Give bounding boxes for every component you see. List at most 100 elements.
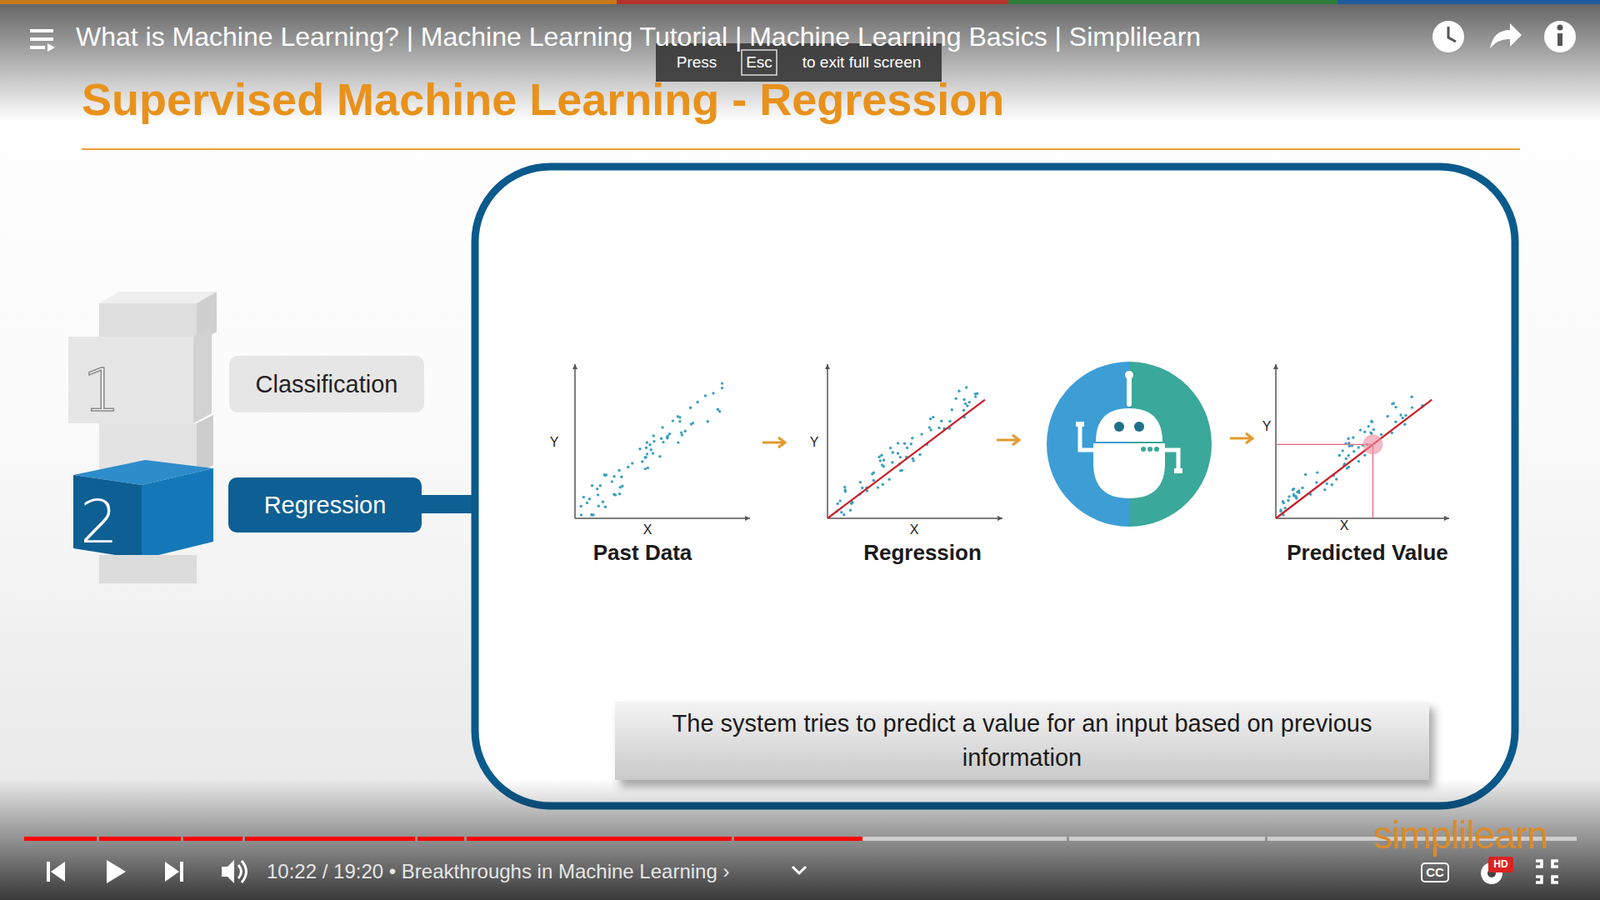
data-point	[595, 487, 599, 490]
data-point	[650, 448, 653, 451]
data-point	[872, 479, 875, 482]
data-point	[645, 452, 649, 455]
data-point	[1330, 483, 1334, 486]
axis-head	[745, 515, 750, 521]
axis-label: Y	[810, 435, 820, 450]
data-point	[1338, 454, 1341, 457]
data-point	[1323, 488, 1326, 491]
data-point	[912, 459, 915, 462]
axis-head	[825, 364, 830, 370]
data-point	[591, 513, 595, 516]
data-point	[1287, 495, 1290, 498]
progress-played	[466, 836, 732, 841]
cc-button: CC	[1425, 865, 1445, 880]
data-point	[597, 505, 600, 508]
data-point	[880, 463, 884, 466]
data-point	[665, 436, 669, 440]
data-point	[1352, 450, 1355, 453]
data-point	[711, 391, 715, 395]
data-point	[1279, 508, 1282, 511]
data-point	[1295, 490, 1299, 494]
data-point	[881, 483, 885, 486]
data-point	[644, 455, 647, 459]
data-point	[968, 400, 971, 404]
data-point	[1400, 416, 1404, 420]
axis-label: Y	[1262, 419, 1272, 435]
data-point	[1300, 486, 1304, 490]
data-point	[626, 465, 630, 469]
data-point	[720, 386, 724, 390]
data-point	[695, 400, 699, 404]
data-point	[1403, 423, 1406, 426]
data-point	[661, 440, 665, 444]
data-point	[1351, 435, 1355, 439]
data-point	[620, 475, 623, 479]
data-point	[603, 473, 606, 476]
x-axis	[827, 517, 1003, 520]
data-point	[1363, 454, 1366, 457]
chart-caption: Predicted Value	[1286, 540, 1449, 566]
regression-line	[1275, 400, 1432, 519]
data-point	[1399, 413, 1402, 416]
note-box: The system tries to predict a value for …	[615, 701, 1430, 780]
data-point	[920, 432, 923, 435]
y-axis	[574, 364, 576, 519]
data-point	[962, 398, 965, 401]
data-point	[1286, 499, 1290, 502]
brand-logo: simplilearn	[1373, 813, 1548, 858]
data-point	[929, 417, 932, 420]
y-axis	[1275, 364, 1277, 519]
data-point	[671, 419, 675, 422]
scatter-chart	[572, 364, 750, 521]
guide-line	[1275, 444, 1373, 445]
data-point	[890, 460, 894, 464]
data-point	[879, 459, 882, 462]
predicted-point	[1362, 434, 1383, 455]
data-point	[652, 440, 655, 443]
tooltip-text: to exit full screen	[802, 53, 922, 72]
progress-played	[417, 836, 465, 841]
data-point	[974, 395, 977, 398]
data-point	[1370, 420, 1374, 424]
data-point	[648, 443, 651, 446]
data-point	[1283, 506, 1286, 510]
data-point	[910, 436, 914, 440]
data-point	[948, 420, 951, 423]
data-point	[684, 430, 687, 433]
data-point	[955, 397, 958, 400]
data-point	[1346, 437, 1350, 440]
data-point	[931, 415, 935, 419]
data-point	[860, 486, 864, 490]
data-point	[1315, 470, 1319, 474]
data-point	[1394, 405, 1397, 409]
data-point	[680, 430, 683, 434]
data-point	[646, 466, 650, 470]
progress-bar	[24, 836, 1577, 841]
data-point	[603, 474, 606, 477]
data-point	[842, 513, 845, 516]
scatter-chart	[1273, 364, 1450, 521]
data-point	[896, 441, 900, 445]
guide-line	[1372, 444, 1374, 519]
data-point	[652, 434, 655, 437]
data-point	[640, 460, 644, 463]
data-point	[1380, 433, 1383, 436]
data-point	[1347, 454, 1350, 457]
data-point	[644, 467, 647, 470]
data-point	[1410, 405, 1414, 409]
data-point	[1410, 395, 1413, 399]
axis-label: Y	[550, 435, 560, 450]
data-point	[668, 432, 671, 435]
data-point	[1370, 420, 1373, 423]
video-title: What is Machine Learning? | Machine Lear…	[75, 21, 1201, 53]
data-point	[660, 437, 663, 440]
data-point	[850, 500, 854, 504]
data-point	[1357, 460, 1360, 463]
data-point	[580, 505, 583, 508]
data-point	[928, 425, 931, 429]
data-point	[612, 493, 615, 496]
data-point	[610, 480, 614, 483]
progress-played	[734, 836, 863, 841]
data-point	[718, 410, 721, 413]
